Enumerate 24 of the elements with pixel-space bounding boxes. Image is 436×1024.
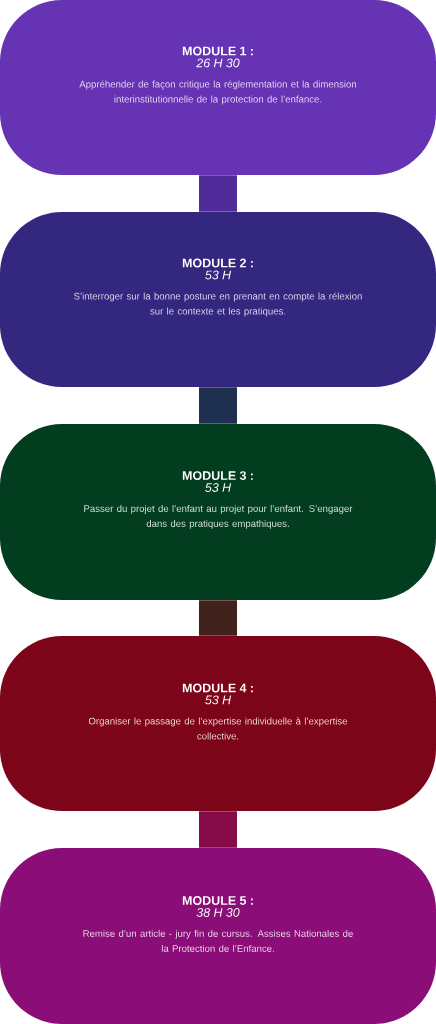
description-text: S’interroger sur la bonne posture en prenant en compte la rélexion sur le contexte et les pratiques.: [74, 292, 362, 317]
description-text: Appréhender de façon critique la réglementation et la dimension interinstitutionnelle de la protection de l’enfance.: [79, 80, 356, 105]
module-box: [0, 212, 436, 387]
connector-bar: [199, 175, 237, 212]
connector-bar: [199, 811, 237, 848]
description-text: Organiser le passage de l’expertise individuelle à l’expertise collective.: [88, 717, 348, 740]
module-box: [0, 848, 436, 1024]
module-box: [0, 424, 436, 600]
module-heading: MODULE 3 :: [182, 471, 253, 480]
module-heading: MODULE 1 :: [182, 46, 253, 56]
description-text: Remise d’un article - jury fin de cursus. Assises Nationales de la Protection de l’Enfance.: [83, 929, 353, 952]
duration-text: 26 H 30: [196, 58, 240, 68]
duration-text: 53 H: [205, 270, 232, 280]
duration-text: 38 H 30: [196, 908, 240, 917]
module-box: [0, 636, 436, 811]
module-heading: MODULE 5 :: [182, 896, 253, 905]
connector-bar: [199, 600, 237, 636]
description-text: Passer du projet de l’enfant au projet pour l’enfant. S’engager dans des pratiques empathiques.: [84, 504, 353, 529]
duration-text: 53 H: [205, 483, 232, 492]
module-box: [0, 0, 436, 175]
duration-text: 53 H: [205, 695, 232, 705]
connector-bar: [199, 387, 237, 424]
module-heading: MODULE 4 :: [182, 683, 253, 693]
module-heading: MODULE 2 :: [182, 258, 253, 268]
